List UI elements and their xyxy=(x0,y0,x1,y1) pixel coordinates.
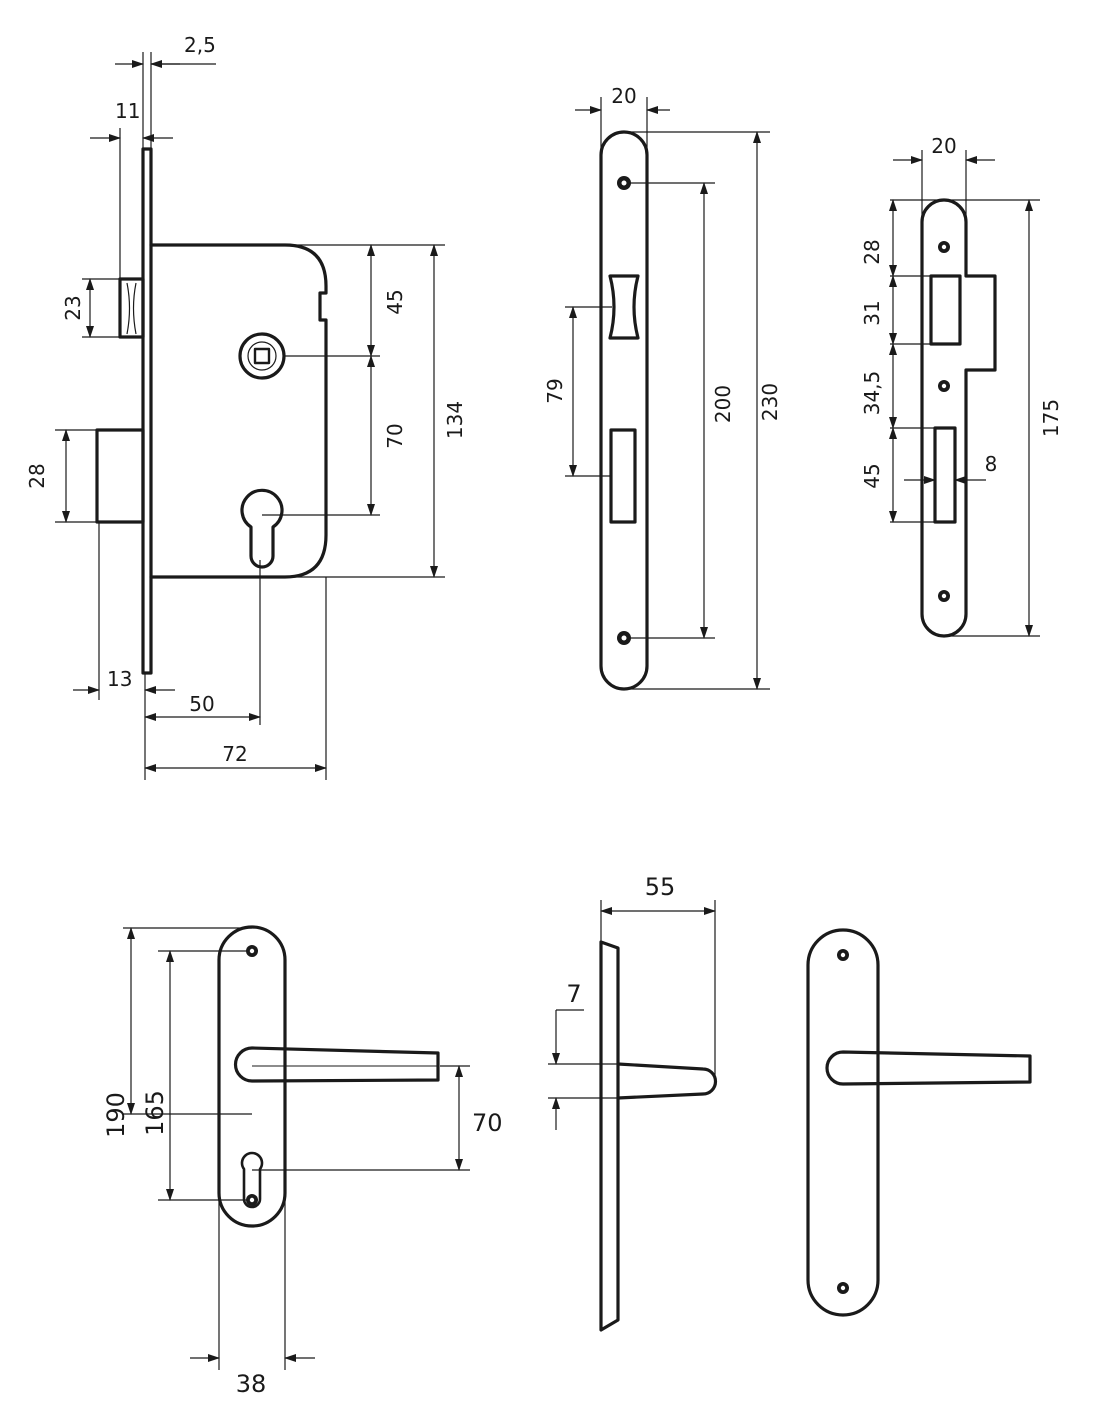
dim-strike-34-5: 34,5 xyxy=(860,371,884,416)
dim-deadbolt-projection: 13 xyxy=(107,667,132,691)
faceplate-bolt-cutout xyxy=(609,428,637,524)
strike-bolt-opening xyxy=(933,426,957,524)
handle-lever xyxy=(233,1046,440,1083)
dim-backplate-thickness: 2,5 xyxy=(184,33,216,57)
dim-strike-8: 8 xyxy=(985,452,998,476)
spindle-follower xyxy=(238,332,286,380)
dim-strike-width: 20 xyxy=(931,134,956,158)
dim-strike-45: 45 xyxy=(860,463,884,488)
dim-handle-plate-length: 190 xyxy=(102,1092,130,1138)
dim-backset: 50 xyxy=(189,692,214,716)
strike-plate-view: 20 28 31 34,5 45 8 175 xyxy=(860,134,1063,638)
cylinder-cutout xyxy=(240,488,284,569)
lock-case xyxy=(149,243,328,579)
faceplate-outline xyxy=(599,130,649,691)
latch-bolt xyxy=(118,277,145,339)
dim-case-height: 134 xyxy=(443,401,467,439)
handle-side-dimension-lines xyxy=(552,907,716,1130)
handle-side-lever xyxy=(616,1062,718,1100)
lock-extension-lines xyxy=(55,52,445,780)
faceplate-dimension-lines xyxy=(569,106,761,690)
dim-strike-length: 175 xyxy=(1039,399,1063,437)
dim-top-to-spindle: 45 xyxy=(383,289,407,314)
faceplate-latch-cutout xyxy=(608,274,640,340)
dim-handle-screw-distance: 165 xyxy=(141,1090,169,1136)
handle-front-dimension-lines xyxy=(127,927,463,1362)
faceplate-extension-lines xyxy=(565,97,770,690)
dim-faceplate-screw-distance: 200 xyxy=(711,385,735,423)
handle-front-view: 190 165 70 38 xyxy=(102,925,503,1398)
handle-back-view xyxy=(806,928,1032,1317)
strike-dimension-lines xyxy=(889,156,1033,637)
strike-plate-outline xyxy=(920,198,997,638)
handle-keyhole xyxy=(240,1151,264,1209)
dim-faceplate-79: 79 xyxy=(543,378,567,403)
lock-front-plate xyxy=(141,147,153,675)
handle-front-extension-lines xyxy=(123,927,470,1370)
dim-handle-lever-to-key: 70 xyxy=(472,1109,503,1137)
lock-dimension-lines xyxy=(62,60,438,772)
strike-latch-opening xyxy=(929,274,962,346)
dim-handle-plate-width: 38 xyxy=(236,1370,267,1398)
dim-case-depth: 72 xyxy=(222,742,247,766)
dim-handle-projection: 55 xyxy=(645,873,676,901)
dim-strike-31: 31 xyxy=(860,300,884,325)
dim-spindle-to-key: 70 xyxy=(383,423,407,448)
dim-faceplate-length: 230 xyxy=(758,383,782,421)
dim-handle-lever-thickness: 7 xyxy=(566,980,581,1008)
dim-faceplate-width: 20 xyxy=(611,84,636,108)
lock-body-view: 2,5 11 23 28 13 50 72 45 70 134 xyxy=(25,33,467,780)
handle-side-view: 55 7 xyxy=(548,873,718,1332)
handle-back-lever xyxy=(825,1050,1032,1086)
dim-deadbolt-height: 28 xyxy=(25,463,49,488)
dim-latch-projection: 11 xyxy=(115,99,140,123)
dead-bolt xyxy=(95,428,145,524)
handle-side-plate xyxy=(599,940,620,1332)
handle-backplate xyxy=(217,925,287,1228)
handle-back-plate xyxy=(806,928,880,1317)
faceplate-view: 20 79 200 230 xyxy=(543,84,782,691)
dim-latch-height: 23 xyxy=(61,295,85,320)
dim-strike-28: 28 xyxy=(860,239,884,264)
